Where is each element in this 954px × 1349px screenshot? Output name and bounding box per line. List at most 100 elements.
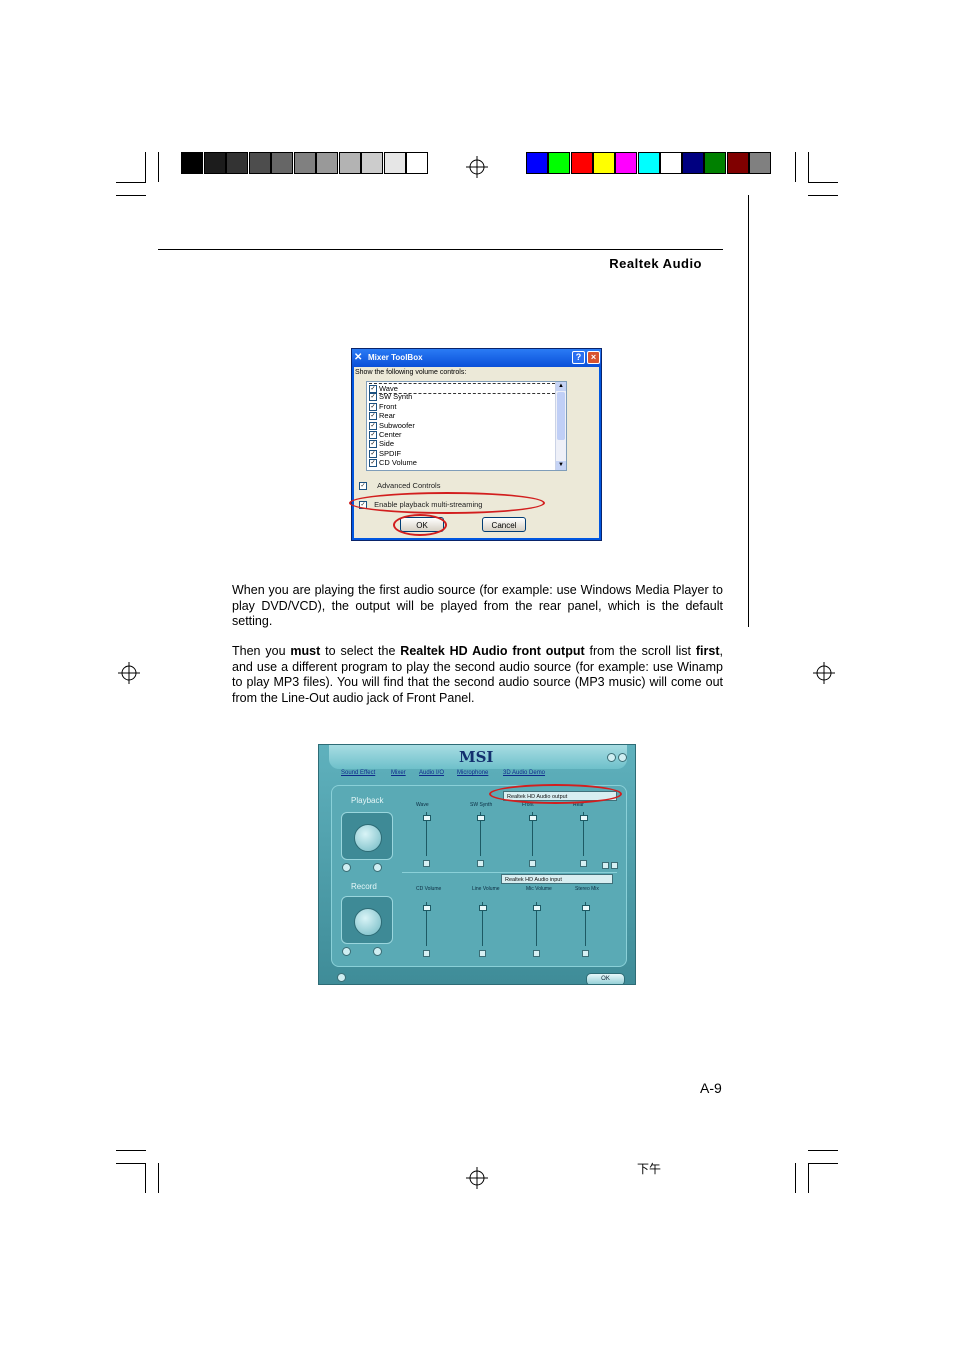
minimize-icon[interactable] [607, 753, 616, 762]
slider-thumb[interactable] [582, 905, 590, 911]
tab-microphone[interactable]: Microphone [457, 770, 489, 776]
channel-mute-icon[interactable] [423, 860, 430, 867]
checkbox-checked-icon[interactable]: ✓ [369, 385, 377, 394]
color-swatch [526, 152, 548, 174]
microphone-icon[interactable] [342, 947, 351, 956]
slider-thumb[interactable] [477, 815, 485, 821]
list-item[interactable]: ✓Front [369, 402, 397, 411]
text-run: , and use a different program to play th… [232, 644, 723, 705]
checkbox-checked-icon[interactable]: ✓ [369, 402, 377, 411]
tab-mixer[interactable]: Mixer [391, 770, 406, 776]
gray-swatch [203, 152, 226, 174]
gray-swatch [316, 152, 338, 174]
slider-thumb[interactable] [479, 905, 487, 911]
checkbox-checked-icon[interactable]: ✓ [369, 412, 377, 421]
ok-button[interactable]: OK [586, 973, 625, 984]
channel-mute-icon[interactable] [582, 950, 589, 957]
list-item[interactable]: ✓Center [369, 430, 402, 440]
record-volume-knob[interactable] [341, 896, 393, 944]
tab-3d-audio-demo[interactable]: 3D Audio Demo [503, 770, 546, 776]
channel-label: Rear [573, 802, 584, 808]
checkbox-checked-icon[interactable]: ✓ [369, 431, 377, 440]
text-run: to select the [320, 644, 401, 658]
list-item[interactable]: ✓Side [369, 439, 395, 449]
list-item-label: Center [379, 430, 402, 439]
cancel-button[interactable]: Cancel [482, 517, 526, 532]
crop-mark [808, 152, 809, 182]
help-button[interactable]: ? [572, 351, 585, 364]
color-swatch [637, 152, 660, 174]
checkbox-checked-icon[interactable]: ✓ [369, 459, 377, 468]
tab-audio-i-o[interactable]: Audio I/O [419, 770, 445, 776]
volume-slider[interactable] [482, 902, 483, 946]
checkbox-checked-icon[interactable]: ✓ [369, 449, 377, 458]
volume-controls-list[interactable]: ✓Wave✓SW Synth✓Front✓Rear✓Subwoofer✓Cent… [366, 381, 567, 471]
list-scrollbar[interactable]: ▲ ▼ [555, 382, 566, 470]
gray-swatch [181, 152, 203, 174]
crop-mark [158, 152, 159, 182]
advanced-controls-option[interactable]: ✓ Advanced Controls [359, 481, 440, 491]
mute-icon[interactable] [373, 863, 382, 872]
playback-volume-knob[interactable] [341, 812, 393, 860]
close-icon[interactable] [618, 753, 627, 762]
volume-slider[interactable] [532, 812, 533, 856]
input-select[interactable]: Realtek HD Audio input [501, 874, 613, 884]
scroll-right-icon[interactable] [611, 862, 618, 869]
channel-mute-icon[interactable] [477, 860, 484, 867]
channel-label: Front [522, 802, 534, 808]
list-item[interactable]: ✓SW Synth [369, 392, 412, 402]
checkbox-checked-icon[interactable]: ✓ [369, 421, 377, 430]
scroll-thumb[interactable] [557, 392, 565, 440]
text-run: from the scroll list [584, 644, 696, 658]
color-swatch [548, 152, 571, 174]
checkbox-checked-icon[interactable]: ✓ [369, 440, 377, 449]
record-heading: Record [351, 882, 377, 891]
list-item-label: CD Volume [379, 458, 417, 468]
gray-swatch [383, 152, 406, 174]
volume-slider[interactable] [480, 812, 481, 856]
scroll-up-icon[interactable]: ▲ [556, 382, 566, 391]
slider-thumb[interactable] [533, 905, 541, 911]
scroll-down-icon[interactable]: ▼ [556, 461, 566, 470]
channel-mute-icon[interactable] [479, 950, 486, 957]
volume-slider[interactable] [426, 812, 427, 856]
volume-slider[interactable] [536, 902, 537, 946]
close-button[interactable]: × [587, 351, 600, 364]
channel-mute-icon[interactable] [533, 950, 540, 957]
gray-swatch [226, 152, 248, 174]
slider-thumb[interactable] [423, 905, 431, 911]
scroll-left-icon[interactable] [602, 862, 609, 869]
crop-mark [808, 1150, 838, 1151]
volume-slider[interactable] [426, 902, 427, 946]
list-item[interactable]: ✓CD Volume [369, 458, 417, 468]
highlight-ellipse [393, 514, 447, 536]
header-rule [158, 249, 723, 250]
color-swatch [726, 152, 749, 174]
channel-label: Mic Volume [526, 886, 552, 892]
slider-thumb[interactable] [423, 815, 431, 821]
volume-slider[interactable] [583, 812, 584, 856]
speaker-status-icon[interactable] [337, 973, 346, 982]
list-item[interactable]: ✓Wave [369, 383, 555, 394]
list-item[interactable]: ✓Subwoofer [369, 421, 415, 430]
checkbox-checked-icon[interactable]: ✓ [369, 393, 377, 402]
checkbox-checked-icon[interactable]: ✓ [359, 482, 367, 491]
crop-mark [808, 195, 838, 196]
volume-slider[interactable] [585, 902, 586, 946]
color-swatch [659, 152, 682, 174]
list-item-label: Front [379, 401, 397, 411]
mute-icon[interactable] [373, 947, 382, 956]
channel-mute-icon[interactable] [580, 860, 587, 867]
list-item-label: Side [379, 439, 395, 449]
list-item-label: Subwoofer [379, 420, 415, 430]
list-item[interactable]: ✓SPDIF [369, 449, 401, 458]
channel-mute-icon[interactable] [529, 860, 536, 867]
speaker-icon[interactable] [342, 863, 351, 872]
registration-mark-icon [813, 662, 835, 684]
list-item[interactable]: ✓Rear [369, 411, 395, 421]
channel-mute-icon[interactable] [423, 950, 430, 957]
slider-thumb[interactable] [580, 815, 588, 821]
slider-thumb[interactable] [529, 815, 537, 821]
tab-sound-effect[interactable]: Sound Effect [341, 770, 376, 776]
